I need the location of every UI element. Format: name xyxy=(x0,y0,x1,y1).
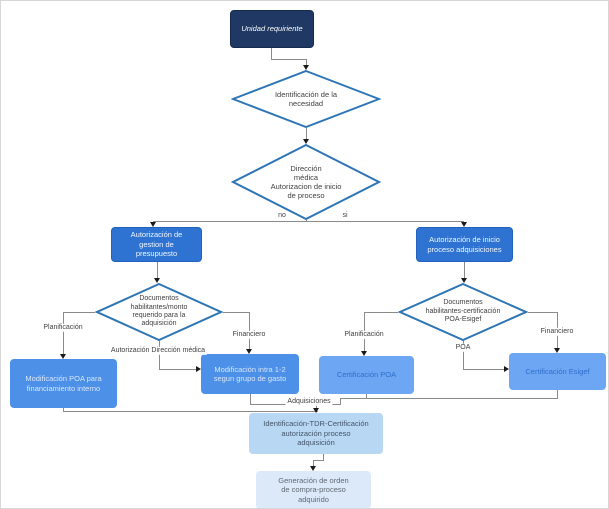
arrowhead-down-icon xyxy=(150,222,156,227)
edge-label-no: no xyxy=(276,211,288,221)
connector xyxy=(313,460,314,466)
arrowhead-right-icon xyxy=(504,366,509,372)
connector xyxy=(464,262,465,278)
connector xyxy=(63,408,64,412)
arrowhead-down-icon xyxy=(246,349,252,354)
node-documentos-monto: Documentos habilitantes/monto requerido … xyxy=(95,283,223,341)
arrowhead-down-icon xyxy=(361,351,367,356)
connector xyxy=(63,411,318,412)
connector xyxy=(463,369,504,370)
node-modificacion-poa: Modificación POA para financiamiento int… xyxy=(10,359,117,408)
connector xyxy=(223,312,250,313)
connector xyxy=(271,59,307,60)
connector xyxy=(323,454,324,460)
edge-label-planificacion-left: Planificación xyxy=(41,323,85,333)
arrowhead-down-icon xyxy=(461,278,467,283)
node-certificacion-poa: Certificación POA xyxy=(319,356,414,394)
edge-label-adquisiciones: Adquisiciones xyxy=(285,397,333,407)
diamond-label: Documentos habilitantes/monto requerido … xyxy=(130,295,188,328)
connector xyxy=(153,221,464,222)
connector xyxy=(340,398,341,405)
node-modificacion-intra: Modificación intra 1-2 segun grupo de ga… xyxy=(201,354,299,394)
connector xyxy=(313,460,324,461)
diamond-shape xyxy=(95,283,223,341)
connector xyxy=(250,394,251,404)
arrowhead-down-icon xyxy=(154,278,160,283)
connector xyxy=(306,128,307,139)
edge-label-financiero-right: Financiero xyxy=(538,327,576,337)
node-autorizacion-inicio: Autorización de inicio proceso adquisici… xyxy=(416,227,513,262)
node-documentos-certificacion: Documentos habilitantes-certificación PO… xyxy=(398,283,528,341)
connector xyxy=(366,394,367,399)
arrowhead-down-icon xyxy=(303,65,309,70)
node-direccion-medica: Dirección médica Autorizacion de inicio … xyxy=(231,144,381,220)
connector xyxy=(557,390,558,399)
node-autorizacion-gestion: Autorización de gestion de presupuesto xyxy=(111,227,202,262)
connector xyxy=(528,312,558,313)
connector xyxy=(340,398,558,399)
connector xyxy=(364,312,398,313)
arrowhead-down-icon xyxy=(310,466,316,471)
edge-label-planificacion-right: Planificación xyxy=(342,330,386,340)
edge-label-financiero-left: Financiero xyxy=(230,330,268,340)
node-certificacion-esigef: Certificación Esigef xyxy=(509,353,606,390)
diamond-shape xyxy=(398,283,528,341)
edge-label-autorizacion-direccion-medica: Autorización Dirección médica xyxy=(108,346,208,356)
connector xyxy=(306,59,307,65)
diamond-label: Documentos habilitantes-certificación PO… xyxy=(425,299,501,324)
connector xyxy=(63,312,64,354)
connector xyxy=(63,312,95,313)
arrowhead-right-icon xyxy=(196,366,201,372)
connector xyxy=(249,312,250,349)
connector xyxy=(159,369,196,370)
connector xyxy=(271,48,272,59)
node-generacion-orden: Generación de orden de compra-proceso ad… xyxy=(256,471,371,508)
diamond-label: Identificación de la necesidad xyxy=(274,90,338,108)
arrowhead-down-icon xyxy=(554,348,560,353)
diamond-shape xyxy=(231,144,381,220)
arrowhead-down-icon xyxy=(313,408,319,413)
edge-label-poa: POA xyxy=(453,343,473,353)
connector xyxy=(157,262,158,278)
edge-label-si: si xyxy=(340,211,350,221)
connector xyxy=(463,341,464,369)
diamond-label: Dirección médica Autorizacion de inicio … xyxy=(270,164,342,200)
connector xyxy=(316,404,317,409)
node-identificacion-tdr: Identificación-TDR-Certificación autoriz… xyxy=(249,413,383,454)
node-unidad-requiriente: Unidad requiriente xyxy=(230,10,314,48)
arrowhead-down-icon xyxy=(303,139,309,144)
arrowhead-down-icon xyxy=(461,222,467,227)
node-identificacion-necesidad: Identificación de la necesidad xyxy=(231,70,381,128)
diamond-shape xyxy=(231,70,381,128)
arrowhead-down-icon xyxy=(60,354,66,359)
